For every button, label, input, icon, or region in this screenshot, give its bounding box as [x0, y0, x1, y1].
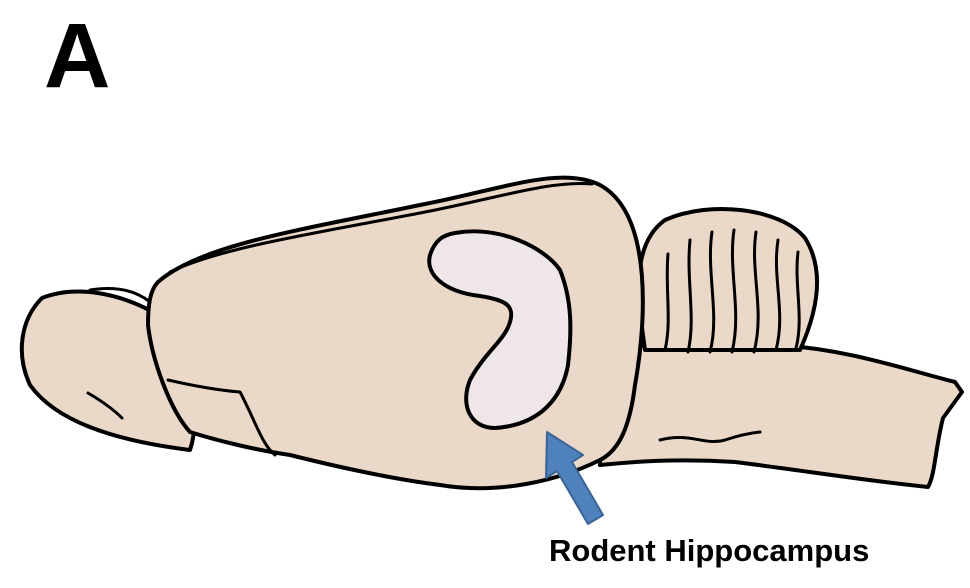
hippocampus-caption: Rodent Hippocampus	[549, 535, 869, 566]
cerebellum	[639, 209, 817, 350]
brainstem	[600, 345, 962, 487]
